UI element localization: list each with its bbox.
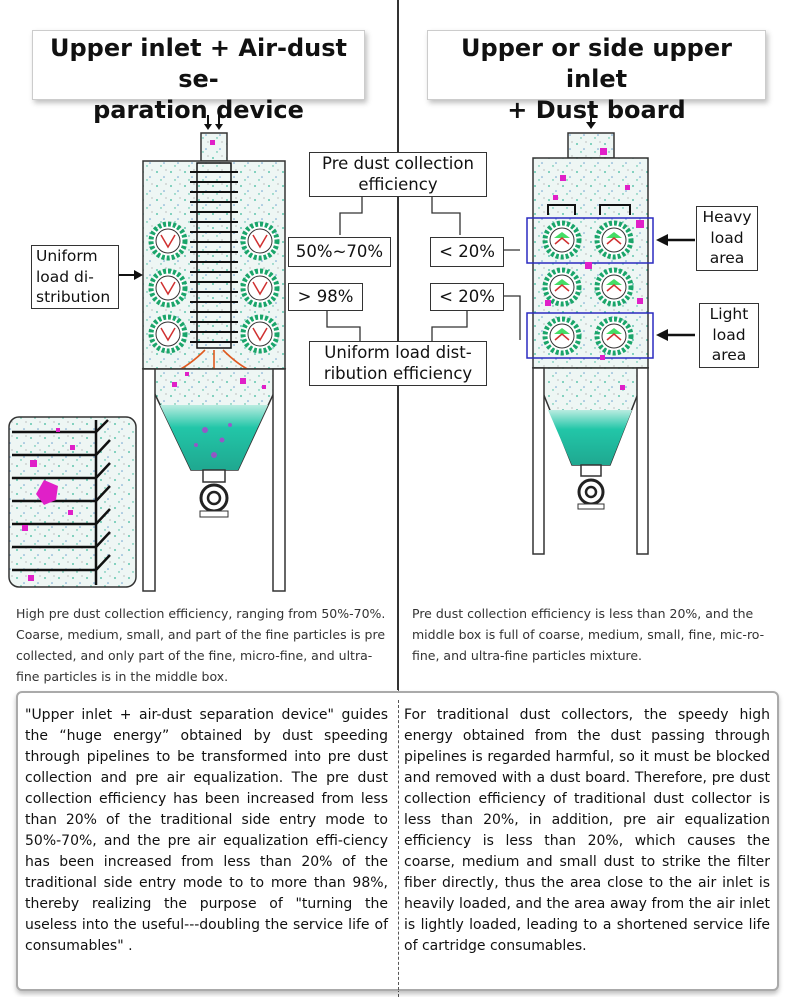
uniform-load-label: Uniform load di- stribution bbox=[31, 245, 119, 309]
arrow-left-icon bbox=[656, 234, 668, 246]
right-pre-dust-value: < 20% bbox=[430, 237, 504, 267]
left-paragraph: "Upper inlet + air-dust separation devic… bbox=[25, 707, 388, 954]
right-uniform-value: < 20% bbox=[430, 283, 504, 311]
right-title: Upper or side upper inlet + Dust board bbox=[427, 30, 766, 124]
uniform-efficiency-label: Uniform load dist- ribution efficiency bbox=[309, 341, 487, 386]
light-load-label: Light load area bbox=[699, 303, 759, 368]
pre-dust-efficiency-label: Pre dust collection efficiency bbox=[309, 152, 487, 197]
right-paragraph: For traditional dust collectors, the spe… bbox=[404, 707, 770, 954]
heavy-load-label: Heavy load area bbox=[696, 206, 758, 271]
left-filter-cartridges bbox=[148, 221, 280, 354]
explanation-panel bbox=[16, 691, 779, 991]
left-caption: High pre dust collection efficiency, ran… bbox=[16, 606, 386, 684]
left-pre-dust-value: 50%~70% bbox=[288, 237, 391, 267]
right-caption: Pre dust collection efficiency is less t… bbox=[412, 606, 765, 663]
arrow-right-icon bbox=[134, 270, 143, 280]
light-zone-box bbox=[526, 312, 654, 359]
left-uniform-value: > 98% bbox=[288, 283, 363, 311]
right-filter-cartridges bbox=[542, 220, 634, 356]
left-collector bbox=[141, 115, 287, 592]
left-title: Upper inlet + Air-dust se- paration devi… bbox=[32, 30, 365, 124]
panel-divider bbox=[398, 700, 399, 990]
right-collector bbox=[526, 114, 654, 555]
separator-zoom-inset bbox=[8, 416, 137, 588]
arrow-left-icon bbox=[656, 329, 668, 341]
connector-lines bbox=[326, 196, 521, 345]
